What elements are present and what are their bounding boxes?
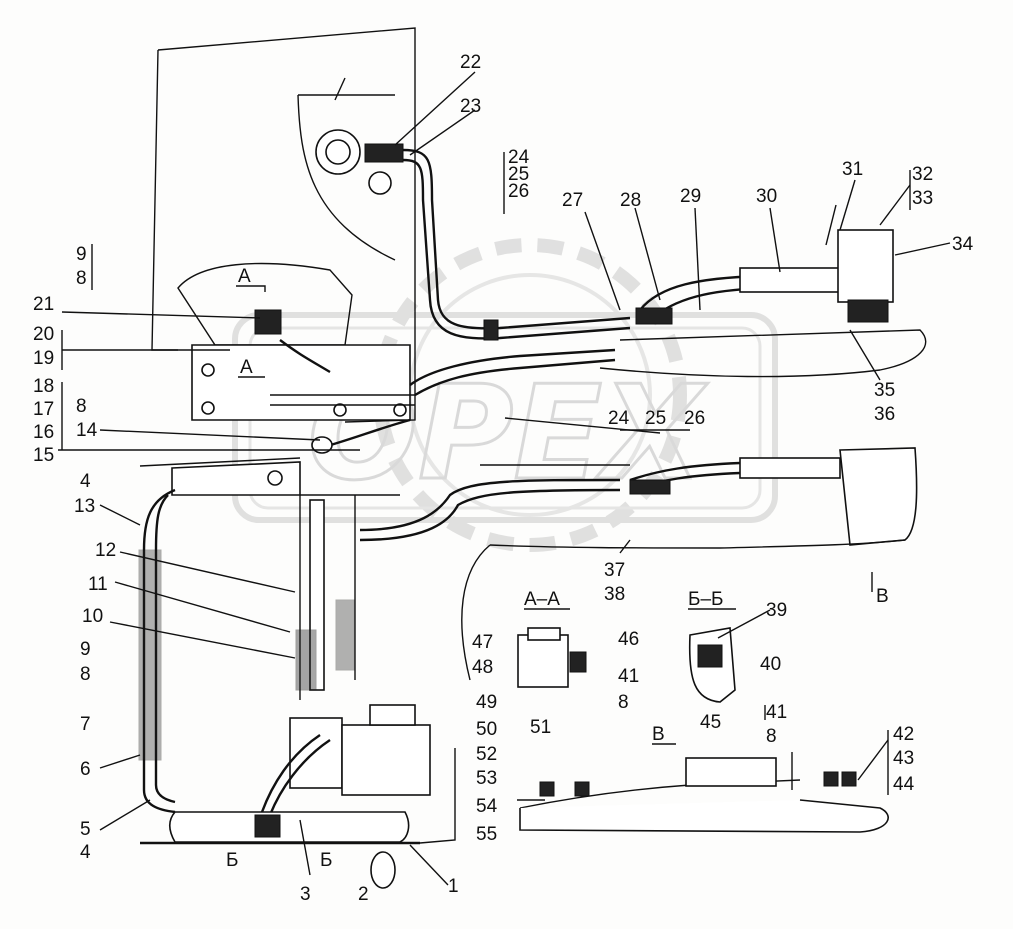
callout-40: 40	[760, 654, 781, 675]
callout-22: 22	[460, 52, 481, 73]
callout-8-low: 8	[80, 664, 91, 685]
callout-46: 46	[618, 629, 639, 650]
callout-42: 42	[893, 724, 914, 745]
upper-hose	[402, 148, 631, 341]
section-labels: А А Б Б В А–А Б–Б В	[226, 266, 889, 871]
callout-49: 49	[476, 692, 497, 713]
callout-32: 32	[912, 164, 933, 185]
callout-7: 7	[80, 714, 91, 735]
callout-numbers: 22 23 24 25 26 27 28 29 30 31 32 33 34 3…	[33, 52, 974, 905]
callout-38: 38	[604, 584, 625, 605]
section-mark-a-bottom: А	[240, 357, 253, 378]
callout-51: 51	[530, 717, 551, 738]
callout-43: 43	[893, 748, 914, 769]
base-plate	[140, 748, 456, 889]
callout-15: 15	[33, 445, 54, 466]
callout-13: 13	[74, 496, 95, 517]
callout-4-top: 4	[80, 471, 91, 492]
callout-24-top: 24	[508, 147, 530, 168]
callout-39: 39	[766, 600, 787, 621]
callout-12: 12	[95, 540, 116, 561]
callout-26-mid: 26	[684, 408, 705, 429]
section-v	[519, 752, 889, 833]
callout-30: 30	[756, 186, 777, 207]
callout-25-top: 25	[508, 164, 529, 185]
callout-37: 37	[604, 560, 625, 581]
section-title-b-b: Б–Б	[688, 589, 724, 610]
callout-8-mid: 8	[76, 396, 87, 417]
callout-31: 31	[842, 159, 863, 180]
callout-33: 33	[912, 188, 933, 209]
callout-19: 19	[33, 348, 54, 369]
callout-50: 50	[476, 719, 497, 740]
callout-53: 53	[476, 768, 497, 789]
section-title-a-a: А–А	[524, 589, 560, 610]
callout-17: 17	[33, 399, 54, 420]
callout-8-top: 8	[76, 268, 87, 289]
callout-11: 11	[88, 574, 108, 595]
middle-hoses	[311, 348, 616, 454]
callout-9-low: 9	[80, 639, 91, 660]
callout-3: 3	[300, 884, 311, 905]
left-bracket	[177, 262, 415, 421]
callout-35: 35	[874, 380, 895, 401]
callout-34: 34	[952, 234, 974, 255]
center-column	[260, 495, 431, 816]
callout-18: 18	[33, 376, 54, 397]
callout-27: 27	[562, 190, 583, 211]
section-a-a	[517, 627, 587, 688]
callout-23: 23	[460, 96, 481, 117]
lower-bracket-outline	[461, 544, 491, 681]
upper-right-assembly	[599, 204, 927, 378]
callout-25-mid: 25	[645, 408, 666, 429]
callout-2: 2	[358, 884, 369, 905]
callout-5: 5	[80, 819, 91, 840]
section-title-v: В	[652, 724, 665, 745]
callout-48: 48	[472, 657, 493, 678]
left-vertical-hose	[138, 488, 176, 814]
callout-16: 16	[33, 422, 54, 443]
callout-47: 47	[472, 632, 493, 653]
callout-28: 28	[620, 190, 641, 211]
section-mark-b-right: Б	[320, 850, 332, 871]
callout-26-top: 26	[508, 181, 529, 202]
callout-36: 36	[874, 404, 895, 425]
lower-assembly	[139, 447, 918, 549]
callout-9-top: 9	[76, 244, 87, 265]
callout-10: 10	[82, 606, 103, 627]
grouping-brackets	[61, 152, 911, 795]
callout-52: 52	[476, 744, 497, 765]
callout-6: 6	[80, 759, 91, 780]
callout-45: 45	[700, 712, 721, 733]
callout-44: 44	[893, 774, 915, 795]
section-mark-a-top: А	[238, 266, 251, 287]
callout-21: 21	[33, 294, 54, 315]
callout-29: 29	[680, 186, 701, 207]
section-mark-v-arrow: В	[876, 586, 889, 607]
callout-8-a: 8	[618, 692, 629, 713]
section-mark-b-left: Б	[226, 850, 238, 871]
callout-55: 55	[476, 824, 497, 845]
callout-8-b: 8	[766, 726, 777, 747]
callout-41-b: 41	[766, 702, 787, 723]
callout-14: 14	[76, 420, 98, 441]
callout-24-mid: 24	[608, 408, 630, 429]
callout-1: 1	[448, 876, 459, 897]
callout-20: 20	[33, 324, 54, 345]
callout-4-low: 4	[80, 842, 91, 863]
cab-panel	[151, 27, 416, 423]
section-b-b	[688, 627, 736, 703]
callout-41-a: 41	[618, 666, 639, 687]
callout-54: 54	[476, 796, 498, 817]
leader-lines	[58, 71, 951, 886]
